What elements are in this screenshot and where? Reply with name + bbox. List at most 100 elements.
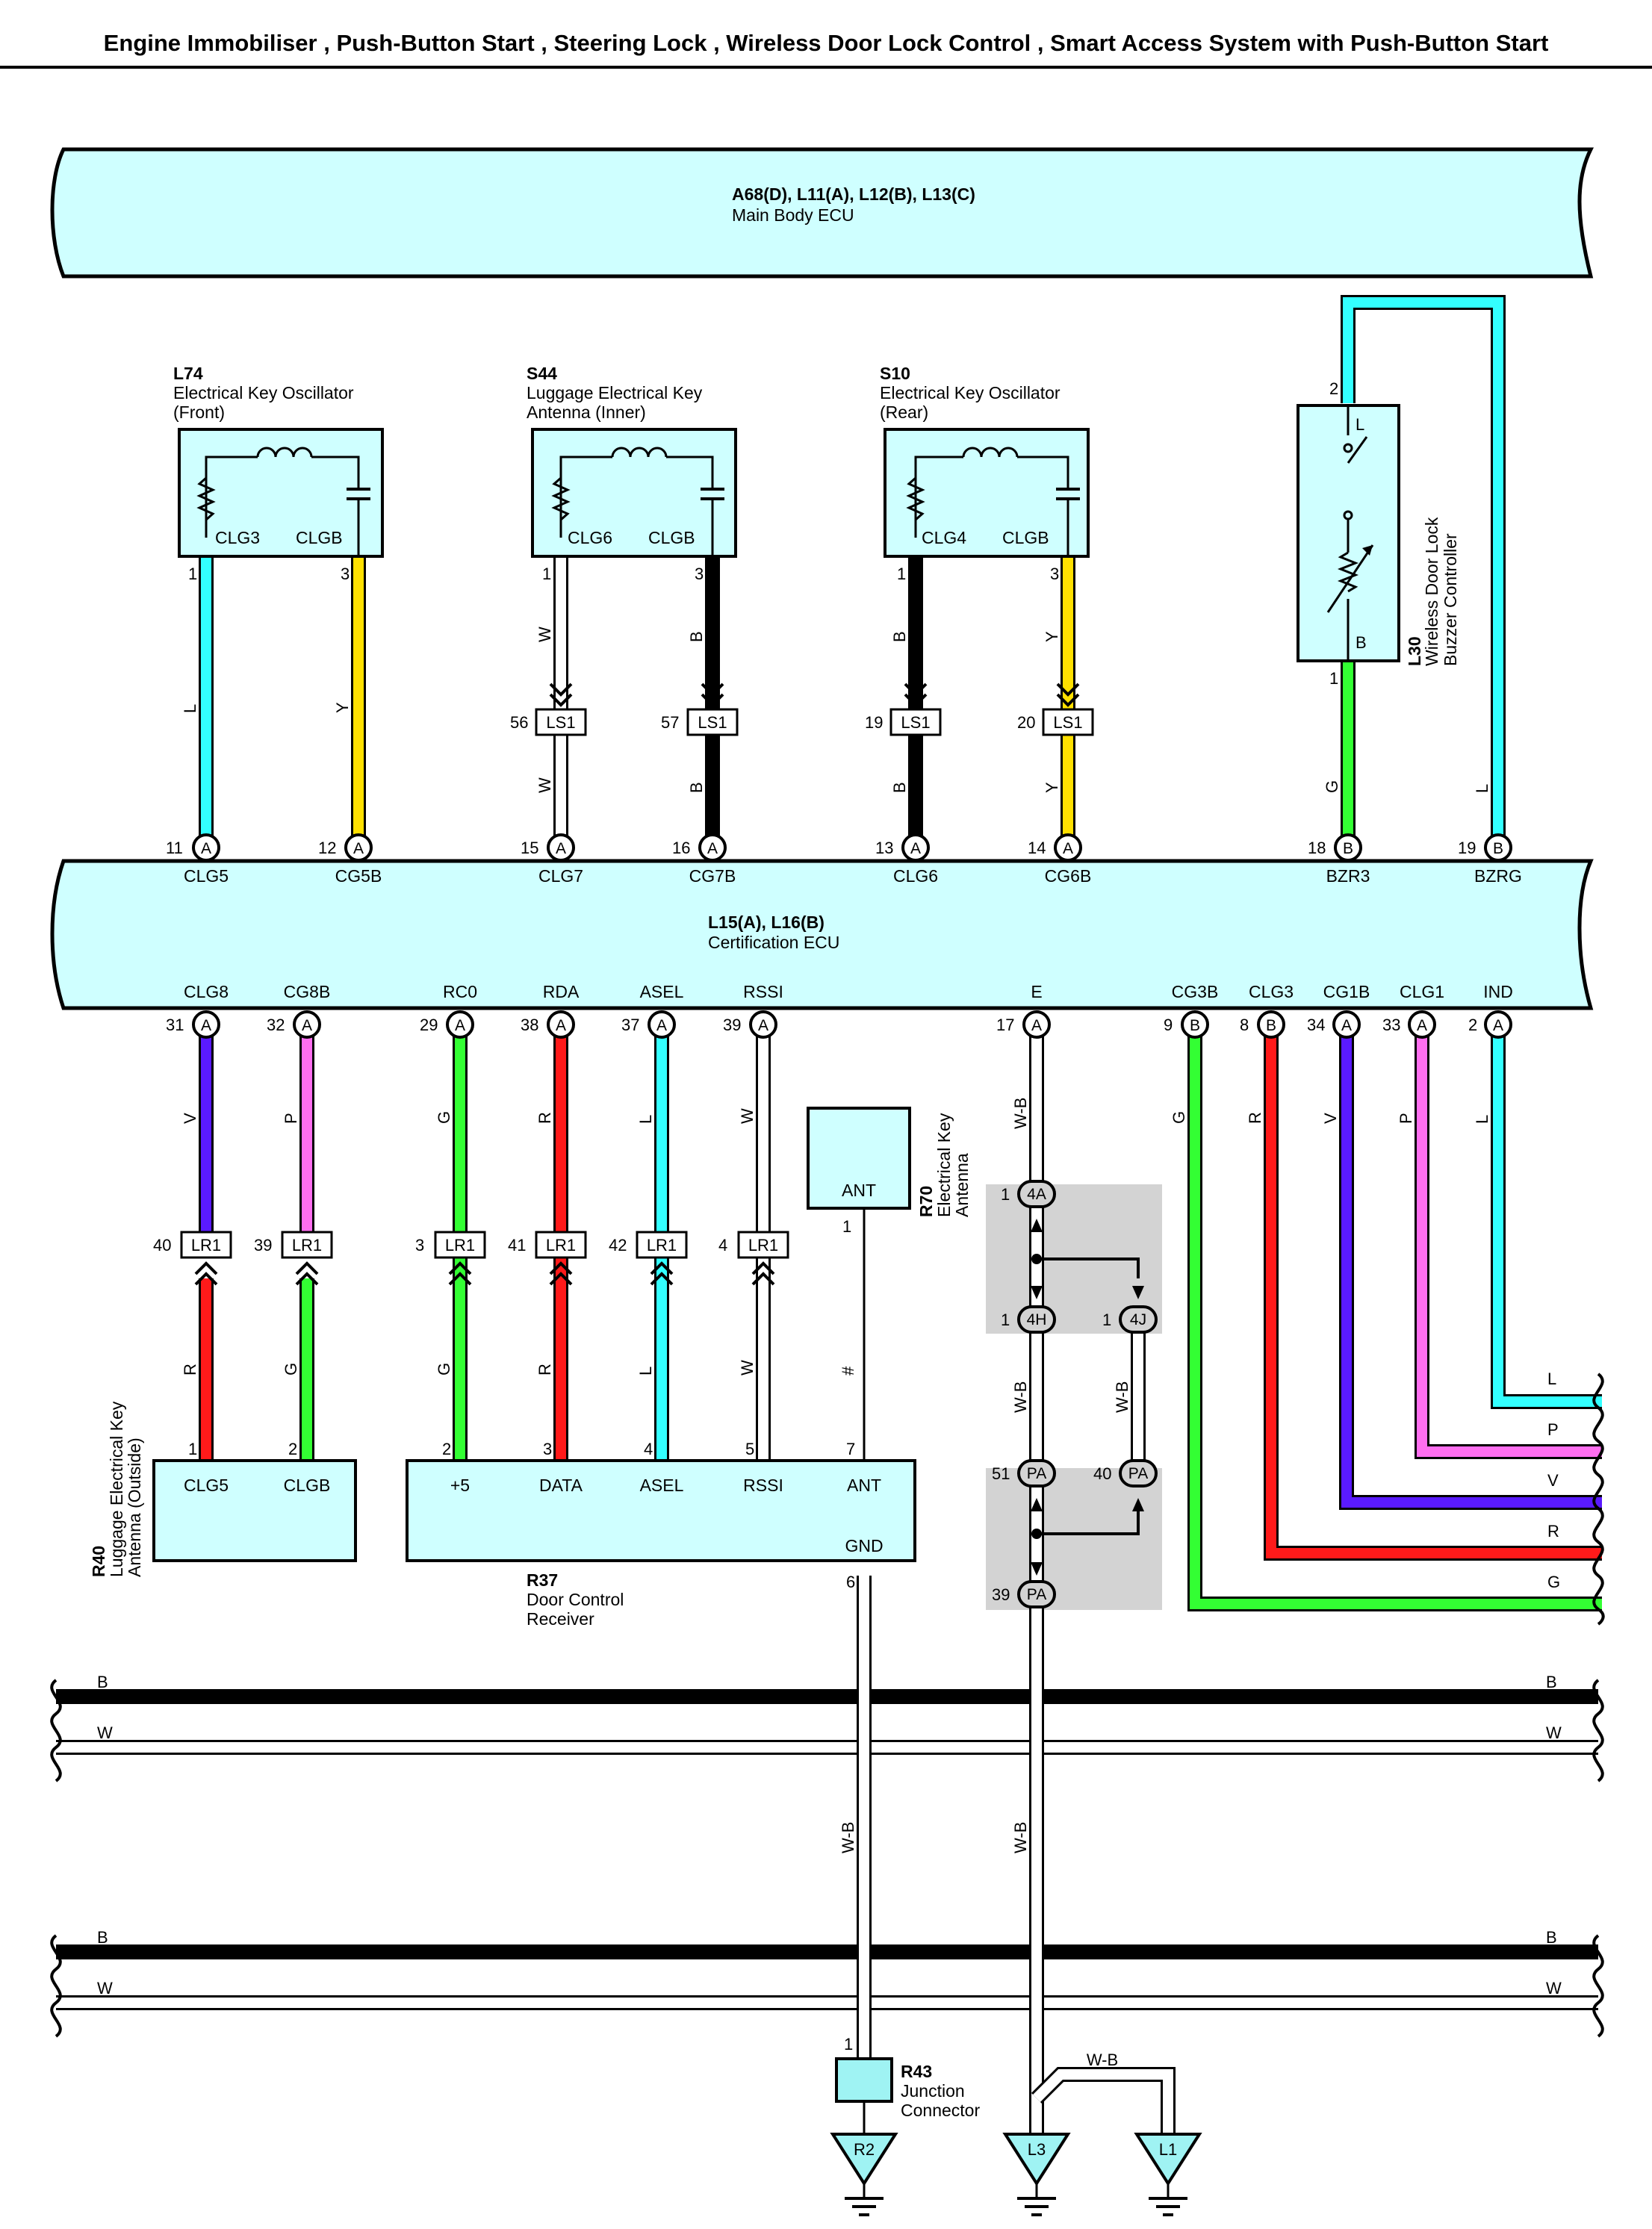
wire-label: V <box>181 1113 199 1124</box>
wire-label: Y <box>1043 631 1061 642</box>
component-code: R43 <box>901 2062 932 2081</box>
pin-label: RSSI <box>743 1476 783 1495</box>
component-name: Electrical Key <box>934 1113 954 1217</box>
junction-connector-r43: 1 R43 Junction Connector <box>835 2035 980 2120</box>
grounds: R2 L3 L1 <box>830 2133 1202 2216</box>
wire-label: V <box>1321 1113 1340 1124</box>
connector-letter: A <box>1031 1017 1042 1034</box>
pin-number: 3 <box>415 1236 424 1255</box>
bus-label: W <box>1546 1723 1562 1742</box>
pin-number: 15 <box>521 839 538 857</box>
pin-number: 3 <box>341 565 350 583</box>
pin-number: 3 <box>543 1440 552 1458</box>
ls1-connector: LS1 20 <box>1017 683 1094 736</box>
wire-label: P <box>1397 1113 1415 1124</box>
wire-label: W <box>738 1108 757 1124</box>
pin-label: CLG4 <box>922 528 966 547</box>
pin-label: CLGB <box>648 528 695 547</box>
pin-label: CLG1 <box>1400 982 1444 1001</box>
lower-wire-labels: V P G R L W R G G R L W # 9 G R V P L <box>181 1108 1491 1375</box>
pin-number: 2 <box>442 1440 451 1458</box>
pin-number: 12 <box>318 839 336 857</box>
lr1-connector: LR1 41 <box>508 1231 587 1286</box>
pin-number: 19 <box>865 713 883 732</box>
wire-label: W-B <box>839 1822 857 1853</box>
wire-label: B <box>687 631 706 642</box>
pin-label: IND <box>1483 982 1513 1001</box>
pin-number: 1 <box>842 1217 851 1236</box>
ground-symbol: L1 <box>1134 2133 1202 2216</box>
wire-label: L <box>1547 1370 1556 1388</box>
bus-label: W <box>1546 1979 1562 1998</box>
pin-number: 39 <box>992 1585 1010 1604</box>
ground-label: L3 <box>1028 2140 1046 2159</box>
component-name: Wireless Door Lock <box>1422 517 1441 666</box>
lr1-connector: LR1 39 <box>254 1231 333 1286</box>
pin-label: CLG3 <box>1249 982 1294 1001</box>
connector-code: 4H <box>1027 1311 1047 1328</box>
pin-label: CLGB <box>284 1476 331 1495</box>
pin-label: BZRG <box>1474 866 1522 886</box>
component-name: Antenna (Outside) <box>125 1437 144 1577</box>
pin-label: RDA <box>543 982 580 1001</box>
connector-code: LR1 <box>191 1236 221 1255</box>
pin-number: 42 <box>609 1236 627 1255</box>
pin-number: 37 <box>621 1016 639 1034</box>
connector-code: LR1 <box>292 1236 322 1255</box>
wire-label: G <box>1170 1111 1188 1124</box>
antenna-r40: CLG5 CLGB 1 2 R40 Luggage Electrical Key… <box>89 1401 357 1577</box>
pin-label: E <box>1031 982 1042 1001</box>
component-name: Luggage Electrical Key <box>107 1401 126 1577</box>
pin-number: 31 <box>166 1016 184 1034</box>
pin-number: 8 <box>1240 1016 1249 1034</box>
lr1-connector: LR1 42 <box>609 1231 688 1286</box>
pin-number: 1 <box>897 565 906 583</box>
pin-label: CLG5 <box>184 866 229 886</box>
antenna-r70: ANT 1 R70 Electrical Key Antenna <box>807 1107 972 1236</box>
pin-number: 1 <box>1001 1185 1010 1204</box>
lr1-connector: LR1 40 <box>153 1231 232 1286</box>
pin-label: CLG5 <box>184 1476 229 1495</box>
component-code: R70 <box>916 1186 936 1217</box>
pin-label: ASEL <box>640 982 684 1001</box>
pin-number: 5 <box>745 1440 754 1458</box>
component-name: Electrical Key Oscillator <box>173 383 354 402</box>
buzzer-controller-l30: L B 2 1 L30 Wireless Door Lock Buzzer Co… <box>1297 379 1460 688</box>
certification-ecu: L15(A), L16(B) Certification ECU <box>50 859 1594 1010</box>
wire-label: # <box>839 1366 857 1375</box>
component-name: Buzzer Controller <box>1441 533 1460 666</box>
connector-letter: B <box>1190 1017 1200 1034</box>
wire-label: G <box>1323 780 1341 793</box>
component-code: R40 <box>89 1546 108 1577</box>
cert-ecu-name: Certification ECU <box>708 933 839 952</box>
pin-label: CLG6 <box>568 528 612 547</box>
right-outputs: L P V R G <box>1547 1370 1605 1626</box>
pin-number: 18 <box>1308 839 1326 857</box>
wire-label: W-B <box>1087 2051 1118 2069</box>
pin-label: RSSI <box>743 982 783 1001</box>
pin-number: 11 <box>166 839 183 857</box>
pin-number: 4 <box>644 1440 653 1458</box>
component-name: (Front) <box>173 402 225 422</box>
component-code: S10 <box>880 364 910 383</box>
connector-letter: A <box>556 1017 566 1034</box>
connector-letter: A <box>910 840 921 857</box>
connector-code: 4J <box>1130 1311 1146 1328</box>
pin-number: 9 <box>1164 1016 1173 1034</box>
wire-label: L <box>636 1115 655 1124</box>
pin-number: 1 <box>188 565 197 583</box>
pin-label: CG6B <box>1045 866 1092 886</box>
bus-label: B <box>1546 1928 1557 1947</box>
pin-number: 14 <box>1028 839 1046 857</box>
